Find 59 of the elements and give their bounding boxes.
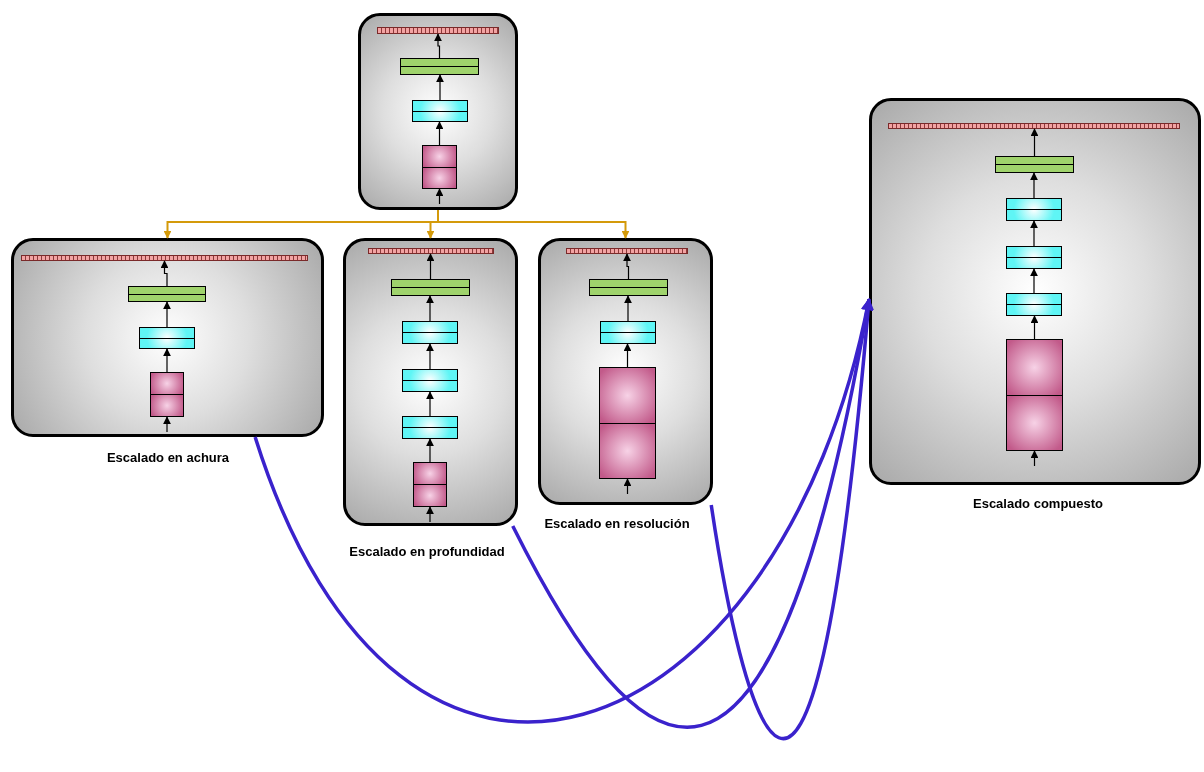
output-layer-bar (888, 123, 1180, 129)
arrow (163, 348, 171, 373)
network-panel (343, 238, 518, 526)
network-panel (869, 98, 1201, 485)
arrow (426, 438, 434, 463)
arrow (1030, 315, 1039, 340)
arrow (426, 295, 434, 322)
arrow (1030, 128, 1039, 157)
layer-block (995, 156, 1074, 173)
output-layer-bar (368, 248, 494, 254)
arrow (426, 253, 435, 280)
layer-block (1006, 198, 1062, 221)
layer-block (412, 100, 468, 122)
arrow (426, 343, 434, 370)
output-layer-bar (21, 255, 308, 261)
network-panel (11, 238, 324, 437)
arrow (436, 74, 444, 101)
arrow (163, 416, 171, 433)
input-block (1006, 339, 1063, 451)
arrow (426, 506, 434, 523)
arrow (1030, 220, 1038, 247)
panel-caption: Escalado compuesto (973, 495, 1103, 513)
input-block (422, 145, 457, 189)
arrow (163, 301, 171, 328)
arrow (623, 253, 631, 280)
layer-block (402, 369, 458, 392)
arrow (160, 260, 169, 287)
network-panel (358, 13, 518, 210)
layer-block (600, 321, 656, 344)
layer-block (1006, 246, 1062, 269)
arrow (1030, 268, 1038, 294)
input-block (150, 372, 184, 417)
layer-block (400, 58, 479, 75)
curved-arrow (709, 298, 874, 739)
arrow (434, 33, 442, 59)
panel-caption: Escalado en achura (106, 449, 230, 467)
layer-block (1006, 293, 1062, 316)
arrow (435, 121, 444, 146)
arrow (435, 188, 444, 205)
layer-block (139, 327, 195, 349)
arrow (437, 209, 630, 239)
layer-block (402, 416, 458, 439)
layer-block (589, 279, 668, 296)
arrow (624, 295, 632, 322)
input-block (599, 367, 656, 479)
input-block (413, 462, 447, 507)
arrow (1030, 450, 1039, 467)
arrow (623, 478, 632, 495)
layer-block (402, 321, 458, 344)
output-layer-bar (566, 248, 688, 254)
layer-block (391, 279, 470, 296)
arrow (426, 391, 434, 417)
network-panel (538, 238, 713, 505)
arrow (1030, 172, 1038, 199)
output-layer-bar (377, 27, 499, 34)
layer-block (128, 286, 206, 302)
panel-caption: Escalado en profundidad (349, 543, 505, 561)
panel-caption: Escalado en resolución (544, 515, 690, 533)
arrow (623, 343, 632, 368)
